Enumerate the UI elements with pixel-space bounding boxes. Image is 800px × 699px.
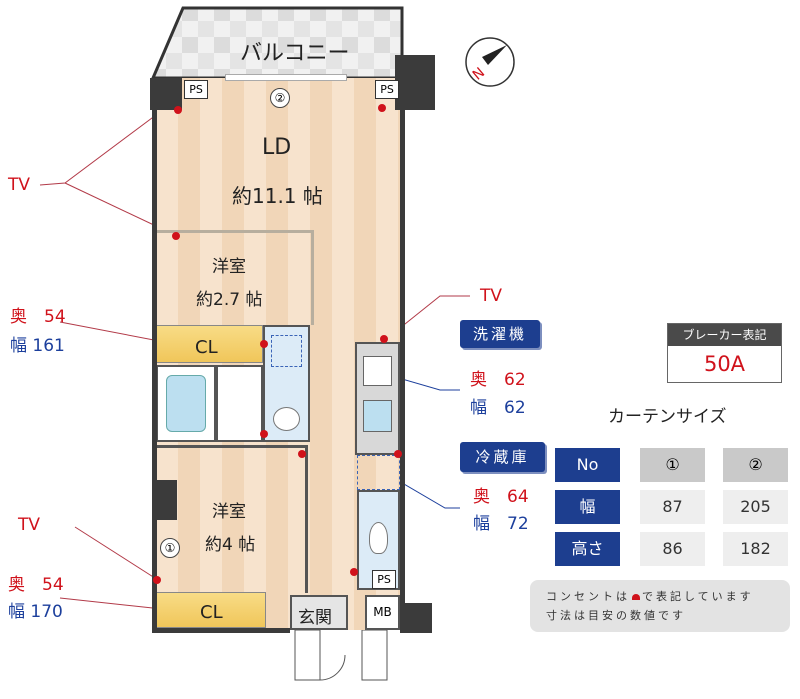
closet-lower: [156, 592, 266, 628]
mb-box: MB: [365, 595, 400, 630]
column: [150, 78, 182, 110]
curtain-cell: 182: [723, 532, 788, 566]
room2-label: 洋室: [212, 502, 246, 522]
curtain-row-label: 幅: [555, 490, 620, 524]
curtain-title: カーテンサイズ: [608, 407, 727, 427]
washer-badge: 洗濯機: [460, 320, 540, 348]
fridge-badge: 冷蔵庫: [460, 442, 545, 472]
curtain-row-label: 高さ: [555, 532, 620, 566]
legend-line2: 寸法は目安の数値です: [546, 609, 686, 622]
outlet-marker: [298, 450, 306, 458]
bathroom: [156, 365, 216, 442]
window-2: [225, 74, 347, 81]
breaker-title: ブレーカー表記: [668, 324, 781, 346]
ps-box: PS: [372, 570, 396, 589]
entrance: [290, 595, 348, 630]
outlet-marker: [174, 106, 182, 114]
cl-lower-width: 幅 170: [8, 602, 63, 622]
column: [400, 603, 432, 633]
tv-label: TV: [18, 515, 41, 535]
column: [395, 55, 435, 110]
column: [155, 480, 177, 520]
outlet-marker: [260, 340, 268, 348]
tv-label: TV: [480, 286, 503, 306]
curtain-header-2: ②: [723, 448, 788, 482]
cl-upper-width: 幅 161: [10, 336, 65, 356]
room1-label: 洋室: [212, 257, 246, 277]
ld-label: LD: [262, 135, 292, 160]
outlet-marker: [153, 576, 161, 584]
outlet-marker: [350, 568, 358, 576]
wall-left: [152, 78, 157, 633]
legend-note: コンセントはで表記しています 寸法は目安の数値です: [530, 580, 790, 632]
partition: [311, 230, 314, 325]
wall: [305, 445, 308, 593]
breaker-value: 50A: [703, 352, 746, 376]
washroom: [216, 365, 263, 442]
outlet-marker: [380, 335, 388, 343]
curtain-header-no: No: [555, 448, 620, 482]
outlet-marker: [378, 104, 386, 112]
wall-right: [400, 78, 405, 633]
entrance-label: 玄関: [298, 608, 332, 628]
tv-label: TV: [8, 175, 31, 195]
room1-size: 約2.7 帖: [196, 290, 263, 310]
outlet-marker: [260, 430, 268, 438]
toilet: [357, 490, 400, 590]
legend-line1b: で表記しています: [642, 590, 754, 603]
svg-text:N: N: [470, 65, 488, 84]
fridge-space: [357, 455, 400, 490]
window-1-marker: ①: [160, 538, 180, 558]
balcony-label: バルコニー: [240, 41, 350, 66]
curtain-cell: 86: [640, 532, 705, 566]
washer-space: [263, 325, 310, 442]
outlet-marker: [394, 450, 402, 458]
outlet-legend-icon: [632, 594, 640, 600]
curtain-header-1: ①: [640, 448, 705, 482]
legend-line1a: コンセントは: [546, 590, 630, 603]
ps-box: PS: [375, 80, 399, 99]
fridge-width: 幅 72: [473, 514, 529, 534]
ld-size: 約11.1 帖: [232, 184, 323, 208]
fridge-depth: 奥 64: [473, 487, 529, 507]
curtain-cell: 87: [640, 490, 705, 524]
ps-box: PS: [184, 80, 208, 99]
closet-upper-label: CL: [195, 337, 218, 358]
entrance-door: [294, 630, 388, 681]
breaker-box: ブレーカー表記 50A: [667, 323, 782, 383]
closet-upper: [156, 325, 263, 363]
window-2-marker: ②: [270, 88, 290, 108]
cl-upper-depth: 奥 54: [10, 307, 66, 327]
wall: [156, 445, 306, 448]
curtain-cell: 205: [723, 490, 788, 524]
room2-size: 約4 帖: [205, 535, 256, 555]
closet-lower-label: CL: [200, 602, 223, 623]
outlet-marker: [172, 232, 180, 240]
wall-bottom: [152, 628, 290, 633]
washer-width: 幅 62: [470, 398, 526, 418]
kitchen: [355, 342, 400, 455]
compass-icon: N: [465, 37, 515, 87]
partition: [156, 230, 314, 233]
washer-depth: 奥 62: [470, 370, 526, 390]
cl-lower-depth: 奥 54: [8, 575, 64, 595]
